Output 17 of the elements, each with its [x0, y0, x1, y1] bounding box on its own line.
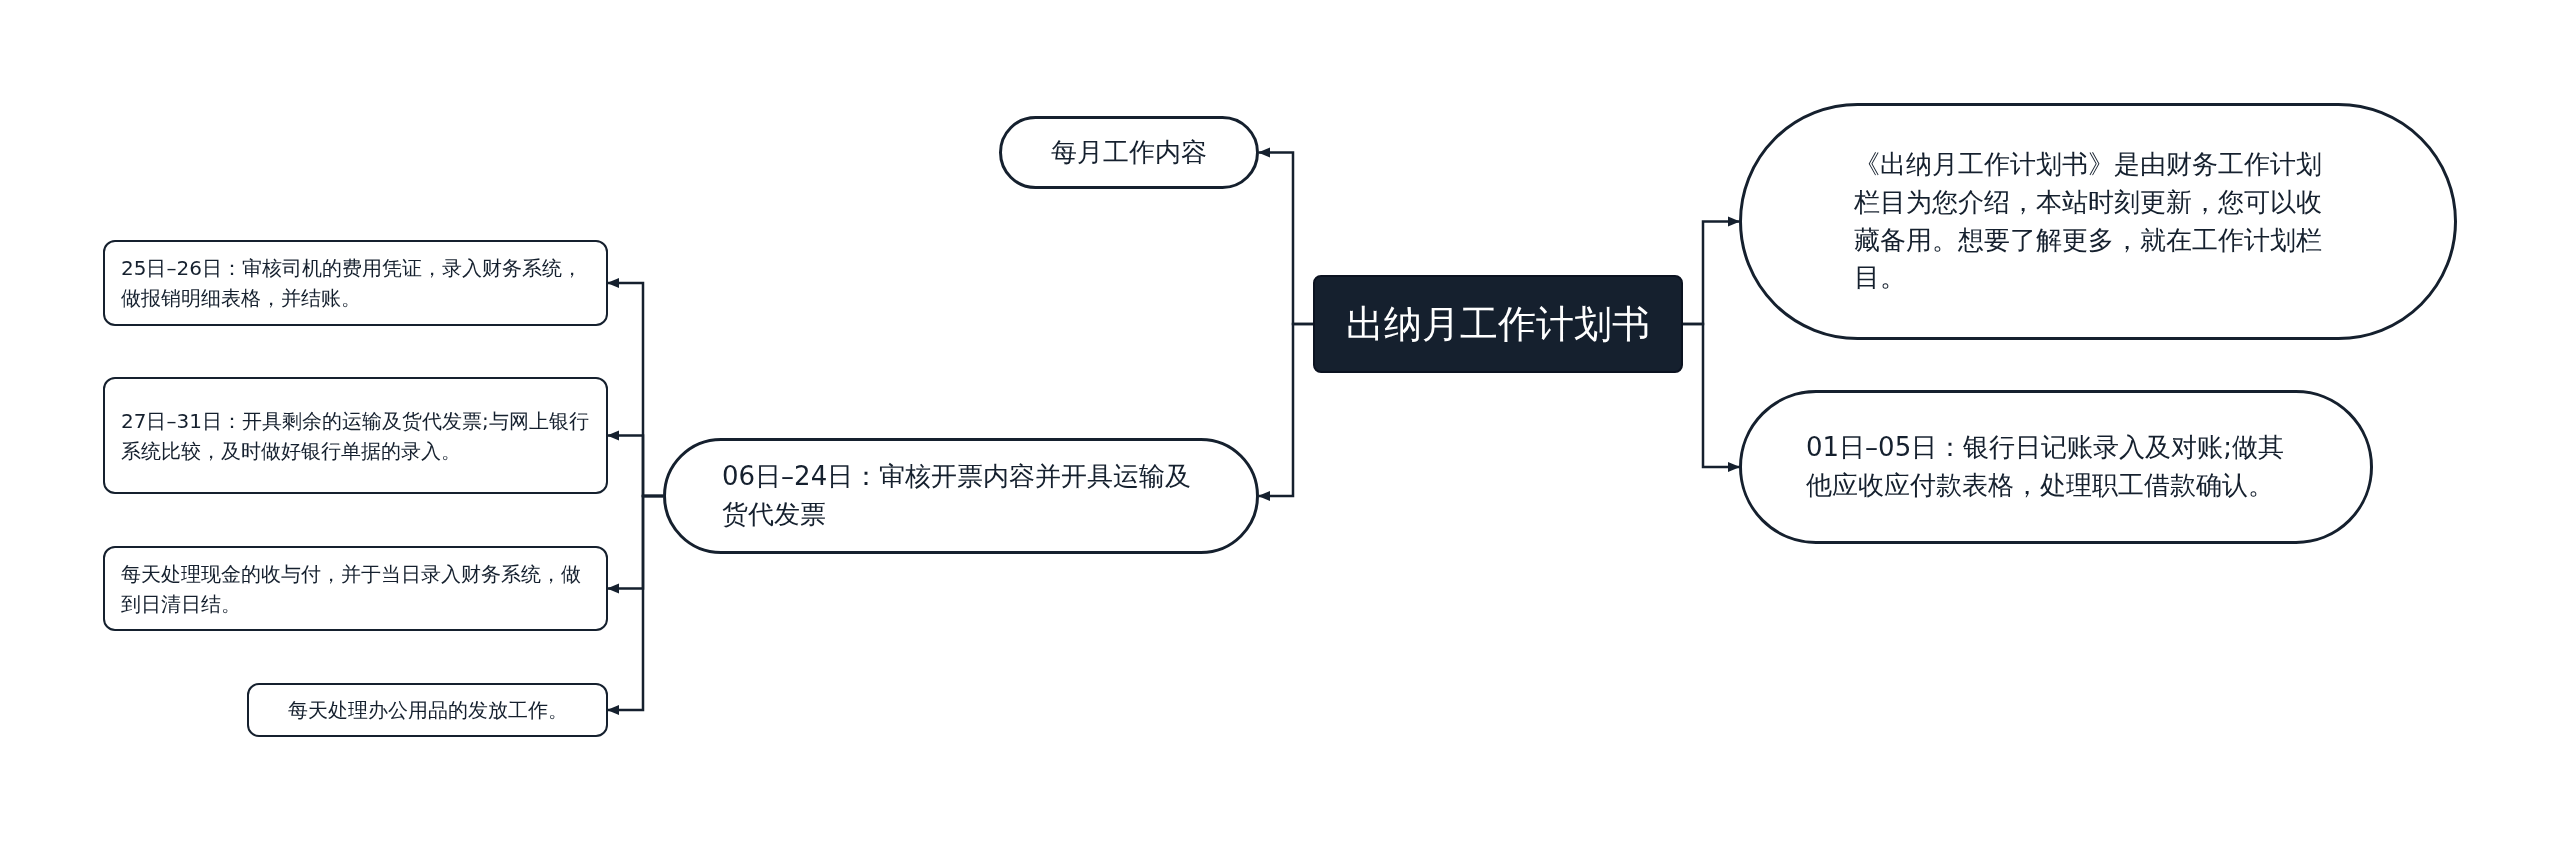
node-text: 27日–31日：开具剩余的运输及货代发票;与网上银行系统比较，及时做好银行单据的录入。 — [121, 407, 590, 465]
node-text: 每天处理现金的收与付，并于当日录入财务系统，做到日清日结。 — [121, 560, 582, 618]
connector-arrow — [606, 494, 663, 715]
node-text: 06日–24日：审核开票内容并开具运输及货代发票 — [722, 460, 1192, 531]
node-text: 每天处理办公用品的发放工作。 — [287, 697, 568, 724]
node-text: 出纳月工作计划书 — [1346, 300, 1650, 348]
subtopic-box — [247, 683, 608, 737]
node-text: 每月工作内容 — [1051, 135, 1207, 169]
subtopic-box — [103, 377, 608, 494]
node-text: 《出纳月工作计划书》是由财务工作计划栏目为您介绍，本站时刻更新，您可以收藏备用。想要了解更多，就在工作计划栏目。 — [1854, 148, 2323, 295]
subtopic-box — [103, 240, 608, 326]
subtopic-box — [103, 546, 608, 631]
connector-arrow — [1257, 322, 1313, 501]
node-text: 01日–05日：银行日记账录入及对账;做其他应收应付款表格，处理职工借款确认。 — [1806, 431, 2285, 502]
root-topic-box — [1313, 275, 1683, 373]
node-text: 25日–26日：审核司机的费用凭证，录入财务系统，做报销明细表格，并结账。 — [121, 255, 583, 312]
connector-arrow — [1683, 322, 1741, 472]
